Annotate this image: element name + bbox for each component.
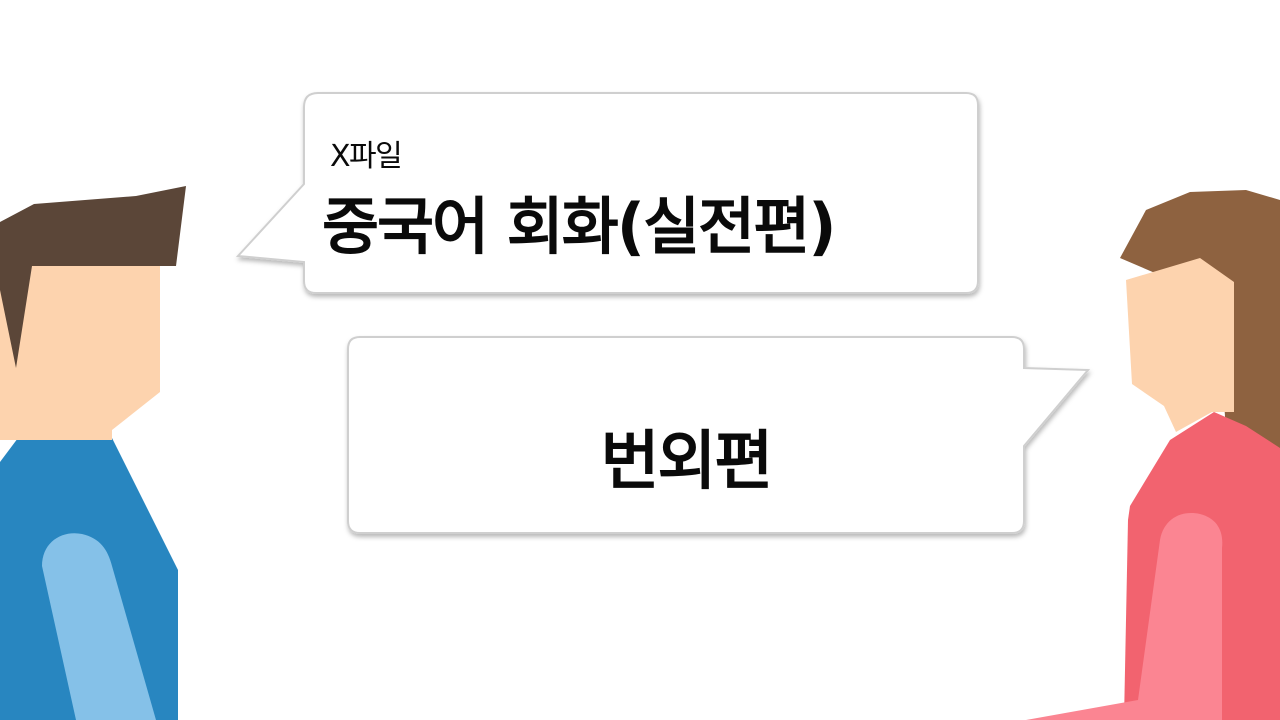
woman-figure [1026, 190, 1280, 720]
bubble-reply: 번외편 [600, 425, 774, 499]
reply-bubble-text-wrap: 번외편 [346, 0, 1026, 720]
bubble-subtitle: X파일 [330, 139, 403, 174]
man-arm [42, 533, 156, 720]
man-face [0, 236, 160, 440]
woman-arm [1026, 513, 1223, 720]
speech-bubble-bottom [347, 336, 1091, 534]
man-figure [0, 186, 186, 720]
woman-face [1126, 258, 1234, 432]
bubble-title: 중국어 회화(실전편) [322, 190, 837, 263]
speech-bubble-top [235, 92, 979, 294]
man-hair [0, 186, 186, 368]
